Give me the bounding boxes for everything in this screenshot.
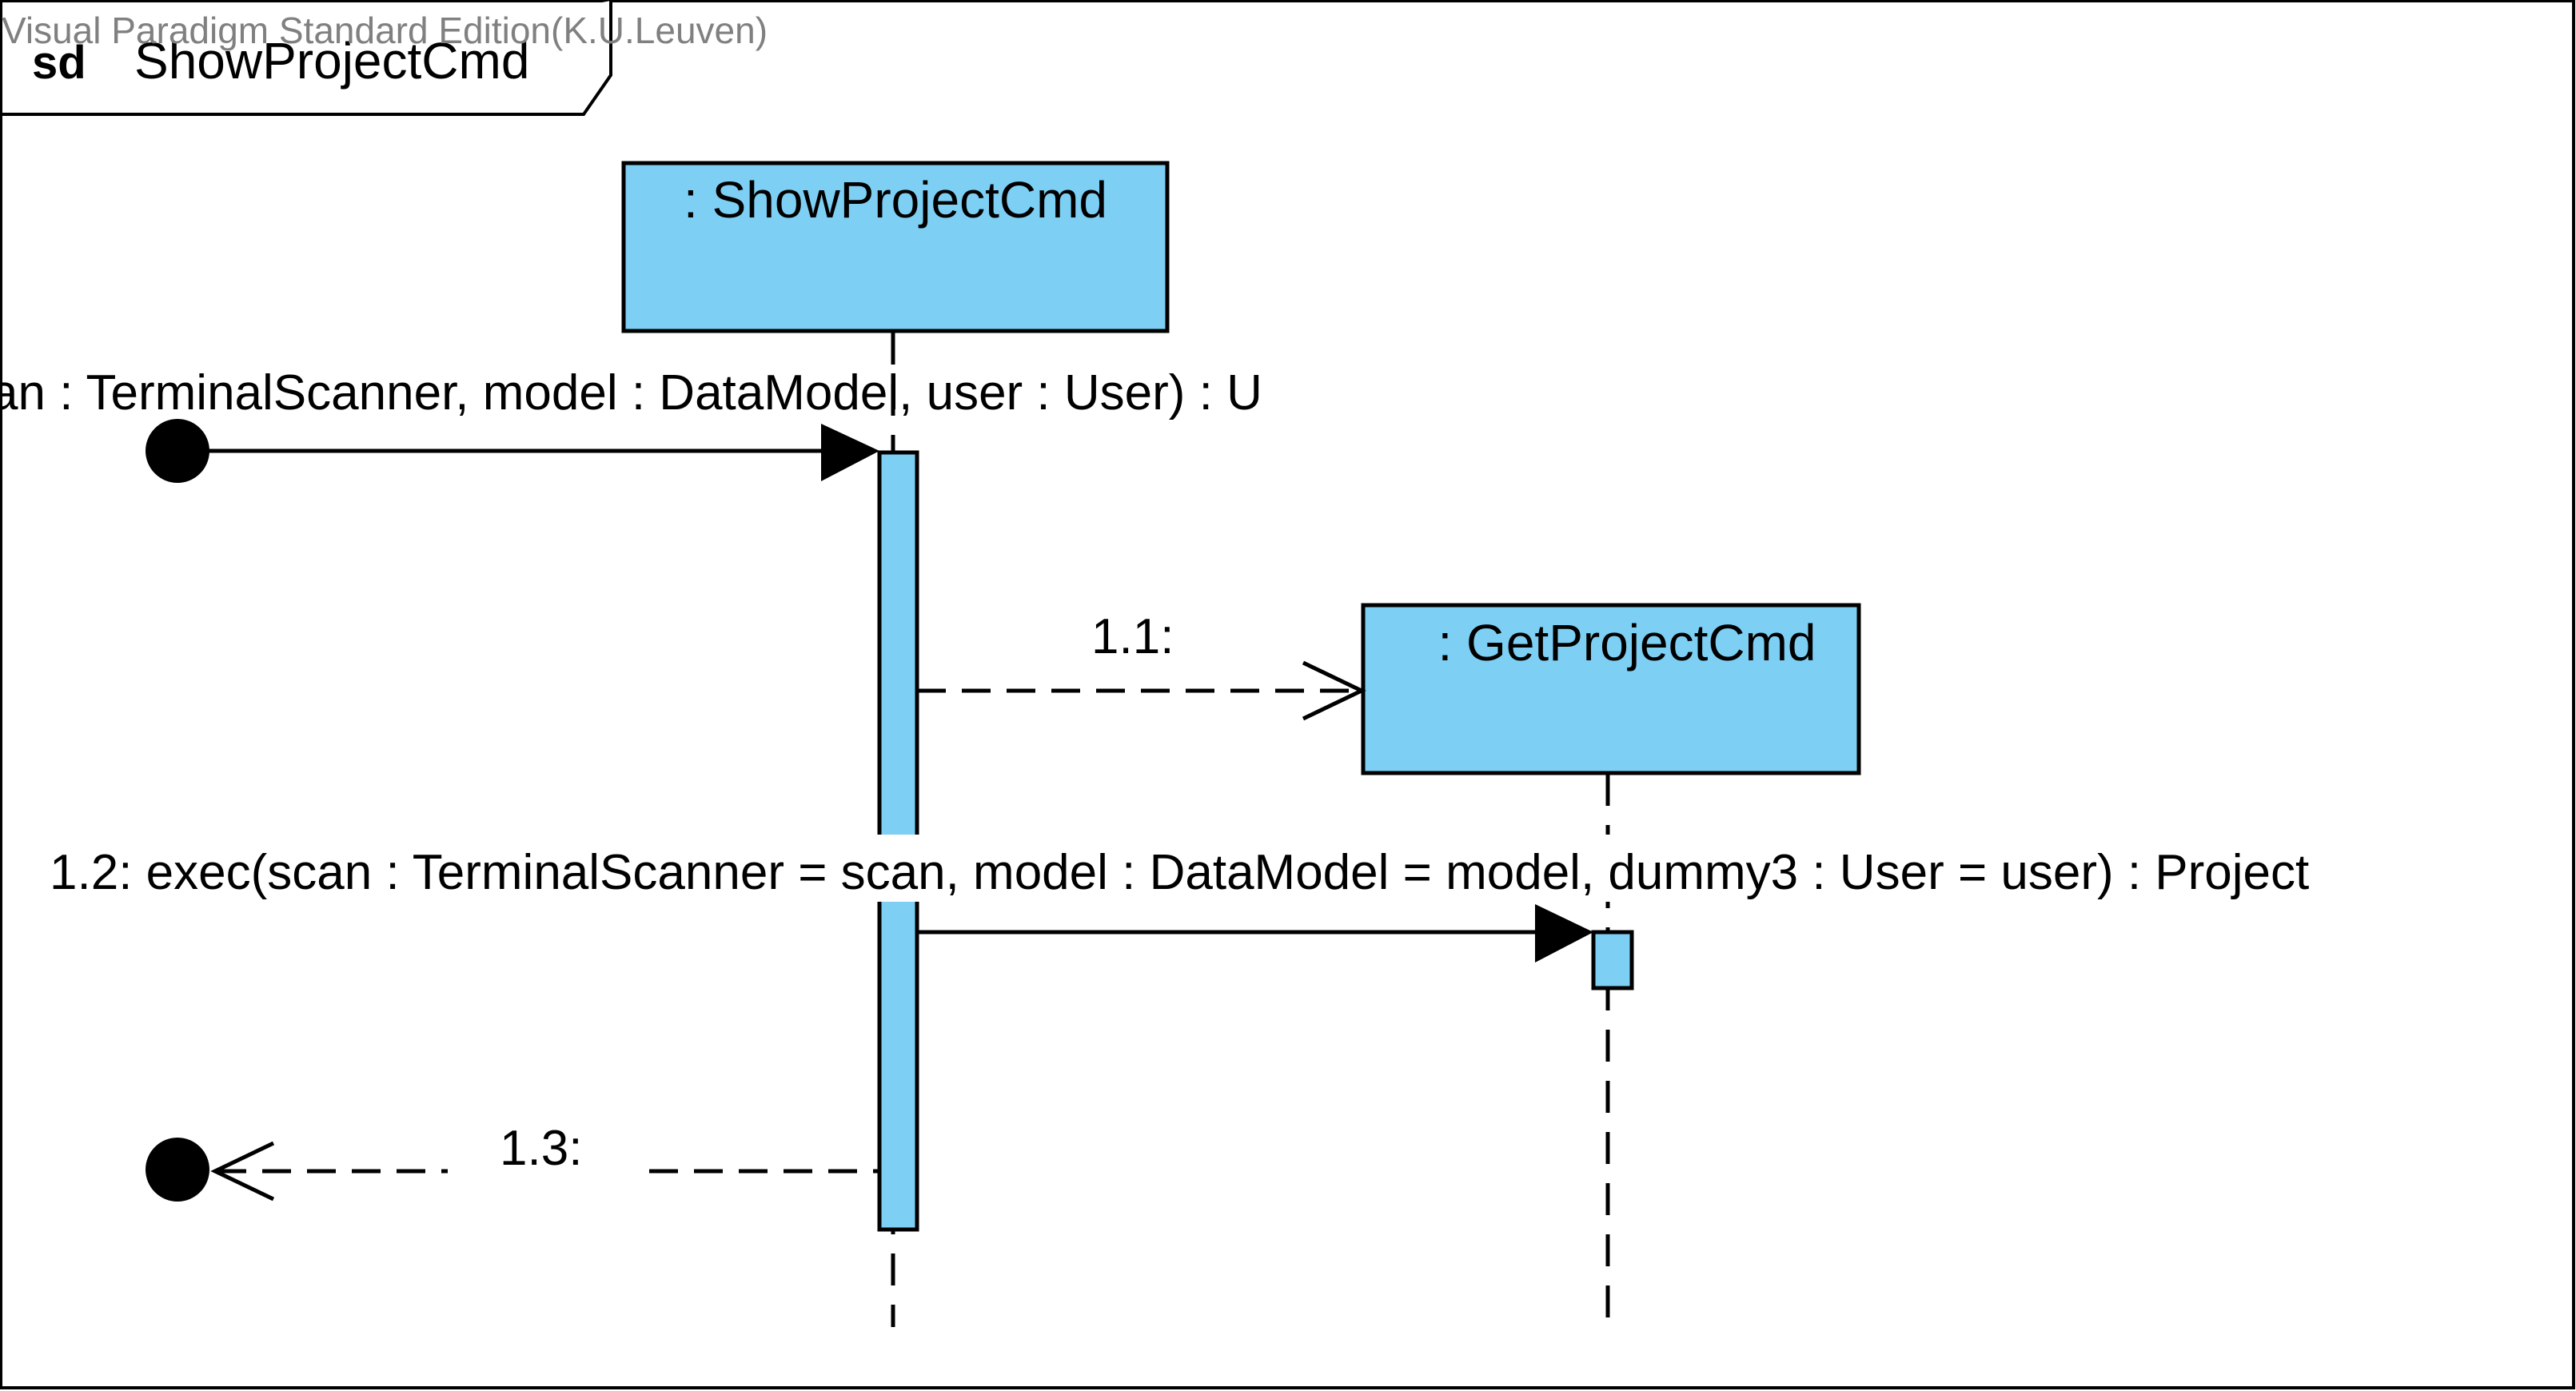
message-1-label: an : TerminalScanner, model : DataModel,… (0, 365, 1262, 420)
message-1-2-arrowhead (1535, 904, 1593, 963)
message-1-3[interactable]: 1.3: (146, 1121, 879, 1202)
message-1-arrowhead (821, 424, 879, 481)
lifeline-showprojectcmd-label: : ShowProjectCmd (684, 171, 1107, 229)
message-1-3-arrowhead (210, 1141, 275, 1202)
watermark-text: Visual Paradigm Standard Edition(K.U.Leu… (2, 10, 768, 51)
lifeline-getprojectcmd-box (1361, 603, 1861, 775)
frame-name-tab (1, 1, 612, 116)
message-1-1-arrowhead (1302, 660, 1366, 721)
lifeline-getprojectcmd-label: : GetProjectCmd (1438, 614, 1816, 672)
message-1[interactable]: an : TerminalScanner, model : DataModel,… (0, 365, 1262, 483)
lifeline-getprojectcmd[interactable]: : GetProjectCmd (1361, 603, 1861, 775)
frame-title: ShowProjectCmd (134, 32, 529, 90)
lost-message-endpoint (146, 1138, 209, 1202)
activation-getprojectcmd[interactable] (1591, 930, 1634, 990)
message-1-2-label: 1.2: exec(scan : TerminalScanner = scan,… (50, 845, 2309, 900)
message-1-2-label-bg (40, 835, 2470, 902)
lifeline-showprojectcmd[interactable]: : ShowProjectCmd (621, 161, 1170, 333)
frame-keyword: sd (32, 37, 86, 89)
message-1-2[interactable]: 1.2: exec(scan : TerminalScanner = scan,… (50, 845, 2309, 963)
message-1-1-label: 1.1: (1091, 609, 1174, 664)
lifeline-showprojectcmd-box (621, 161, 1170, 333)
message-1-3-label: 1.3: (500, 1121, 582, 1176)
message-1-1[interactable]: 1.1: (917, 609, 1366, 721)
